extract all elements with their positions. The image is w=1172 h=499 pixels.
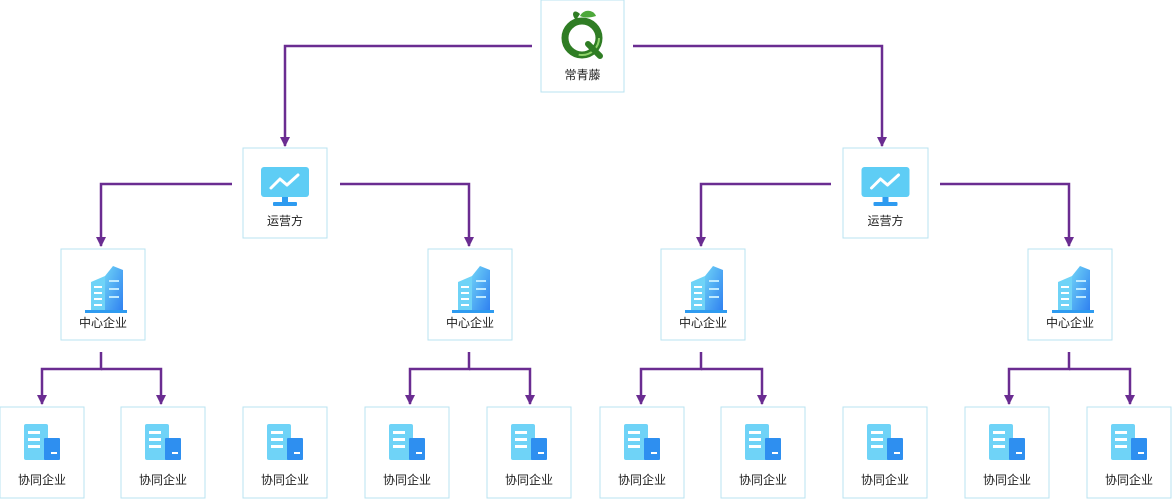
- partner-node: 协同企业: [486, 406, 572, 499]
- partner-label: 协同企业: [861, 472, 909, 487]
- partner-label: 协同企业: [139, 472, 187, 487]
- center-label: 中心企业: [1046, 315, 1094, 330]
- connector-center-partner: [701, 367, 767, 405]
- partner-label: 协同企业: [505, 472, 553, 487]
- ivy-logo-icon: [561, 10, 603, 59]
- connector-root-operator: [280, 44, 532, 147]
- connector-center-partner: [405, 352, 471, 405]
- connector-root-operator: [633, 44, 887, 147]
- partner-label: 协同企业: [383, 472, 431, 487]
- monitor-chart-icon: [261, 167, 309, 206]
- connector-center-partner: [37, 352, 103, 405]
- center-node: 中心企业: [660, 248, 746, 341]
- operator-label: 运营方: [867, 213, 903, 228]
- center-label: 中心企业: [446, 315, 494, 330]
- partner-node: 协同企业: [1086, 406, 1172, 499]
- partner-label: 协同企业: [1105, 472, 1153, 487]
- connector-lines: [37, 44, 1135, 405]
- partner-nodes: 协同企业 协同企业 协同企业 协同企业 协同企业 协同企业 协同企业 协同企业 协同企业 协同企业: [0, 406, 1172, 499]
- connector-center-partner: [1069, 367, 1135, 405]
- connector-center-partner: [101, 367, 166, 405]
- partner-label: 协同企业: [261, 472, 309, 487]
- partner-label: 协同企业: [618, 472, 666, 487]
- partner-node: 协同企业: [720, 406, 806, 499]
- monitor-chart-icon: [861, 167, 910, 206]
- center-node: 中心企业: [427, 248, 513, 341]
- center-label: 中心企业: [79, 315, 127, 330]
- connector-operator-center: [340, 182, 474, 247]
- root-node: 常青藤: [540, 0, 625, 93]
- connector-center-partner: [1004, 352, 1071, 405]
- partner-node: 协同企业: [842, 406, 928, 499]
- partner-node: 协同企业: [120, 406, 206, 499]
- partner-label: 协同企业: [18, 472, 66, 487]
- operator-label: 运营方: [267, 213, 303, 228]
- connector-operator-center: [940, 182, 1074, 247]
- partner-node: 协同企业: [364, 406, 450, 499]
- center-node: 中心企业: [1027, 248, 1113, 341]
- partner-node: 协同企业: [964, 406, 1050, 499]
- center-label: 中心企业: [679, 315, 727, 330]
- center-node: 中心企业: [60, 248, 146, 341]
- root-label: 常青藤: [564, 68, 600, 82]
- connector-center-partner: [469, 367, 535, 405]
- operator-node: 运营方: [242, 147, 328, 239]
- partner-label: 协同企业: [983, 472, 1031, 487]
- partner-node: 协同企业: [599, 406, 685, 499]
- connector-operator-center: [96, 182, 232, 247]
- partner-node: 协同企业: [242, 406, 328, 499]
- connector-operator-center: [696, 182, 831, 247]
- connector-center-partner: [636, 352, 703, 405]
- partner-node: 协同企业: [0, 406, 85, 499]
- operator-node: 运营方: [842, 147, 929, 239]
- partner-label: 协同企业: [739, 472, 787, 487]
